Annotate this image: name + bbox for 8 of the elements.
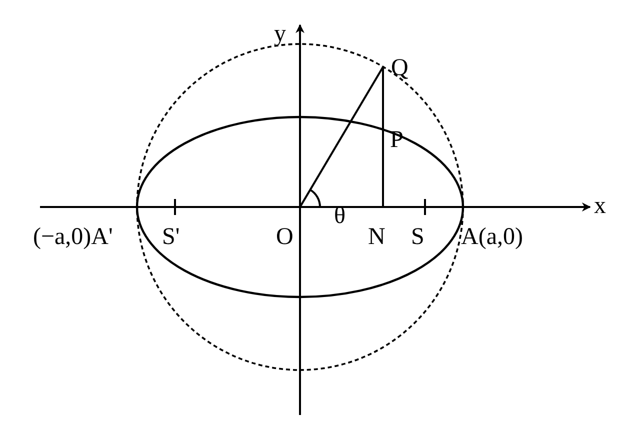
axis-label: x [594, 194, 606, 218]
point-label: (−a,0)A' [33, 225, 113, 249]
point-label: Q [391, 56, 408, 80]
point-label: S' [162, 225, 180, 249]
point-label: N [368, 225, 386, 249]
point-label: A(a,0) [461, 225, 523, 249]
point-label: S [411, 225, 424, 249]
point-label: O [276, 225, 294, 249]
